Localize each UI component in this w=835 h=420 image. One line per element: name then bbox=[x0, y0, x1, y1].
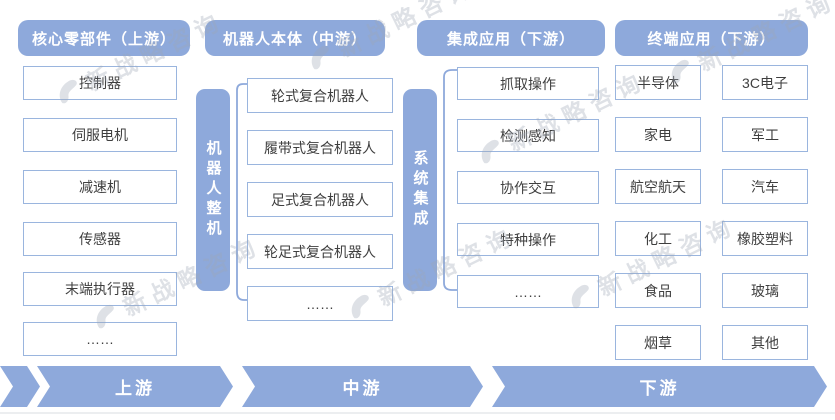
robot-body-item: 足式复合机器人 bbox=[247, 182, 393, 217]
core-component-item: 减速机 bbox=[23, 170, 177, 204]
integration-item: 特种操作 bbox=[457, 223, 599, 256]
bracket-integration bbox=[443, 69, 457, 291]
terminal-app-item: 食品 bbox=[615, 273, 701, 308]
flow-stage-midstream: 中游 bbox=[242, 366, 483, 407]
integration-item: 检测感知 bbox=[457, 119, 599, 152]
robot-body-item: 轮足式复合机器人 bbox=[247, 234, 393, 269]
header-integrated-apps: 集成应用（下游） bbox=[417, 20, 605, 56]
core-component-item: 传感器 bbox=[23, 222, 177, 256]
core-component-item: 控制器 bbox=[23, 66, 177, 100]
terminal-app-item: 烟草 bbox=[615, 325, 701, 360]
terminal-app-item: 汽车 bbox=[722, 169, 808, 204]
bottom-divider bbox=[0, 412, 835, 414]
integration-item: …… bbox=[457, 275, 599, 308]
flow-stage-upstream: 上游 bbox=[37, 366, 233, 407]
terminal-app-item: 橡胶塑料 bbox=[722, 221, 808, 256]
core-component-item: …… bbox=[23, 322, 177, 356]
header-terminal-apps: 终端应用（下游） bbox=[615, 20, 808, 56]
robot-body-item: 轮式复合机器人 bbox=[247, 78, 393, 113]
header-robot-body: 机器人本体（中游） bbox=[205, 20, 385, 56]
terminal-app-item: 其他 bbox=[722, 325, 808, 360]
flow-stage-downstream: 下游 bbox=[492, 366, 827, 407]
terminal-app-item: 3C电子 bbox=[722, 65, 808, 100]
header-core-components: 核心零部件（上游） bbox=[18, 20, 190, 56]
core-component-item: 末端执行器 bbox=[23, 272, 177, 306]
bracket-robot-body bbox=[236, 83, 247, 301]
integration-item: 协作交互 bbox=[457, 171, 599, 204]
core-component-item: 伺服电机 bbox=[23, 118, 177, 152]
bar-robot-whole-machine: 机器人整机 bbox=[196, 89, 230, 291]
terminal-app-item: 半导体 bbox=[615, 65, 701, 100]
robot-body-item: 履带式复合机器人 bbox=[247, 130, 393, 165]
bar-system-integration: 系统集成 bbox=[403, 89, 437, 291]
integration-item: 抓取操作 bbox=[457, 67, 599, 100]
terminal-app-item: 化工 bbox=[615, 221, 701, 256]
terminal-app-item: 家电 bbox=[615, 117, 701, 152]
terminal-app-item: 玻璃 bbox=[722, 273, 808, 308]
terminal-app-item: 航空航天 bbox=[615, 169, 701, 204]
terminal-app-item: 军工 bbox=[722, 117, 808, 152]
robot-body-item: …… bbox=[247, 286, 393, 321]
flow-lead-chevron-icon bbox=[0, 366, 40, 407]
